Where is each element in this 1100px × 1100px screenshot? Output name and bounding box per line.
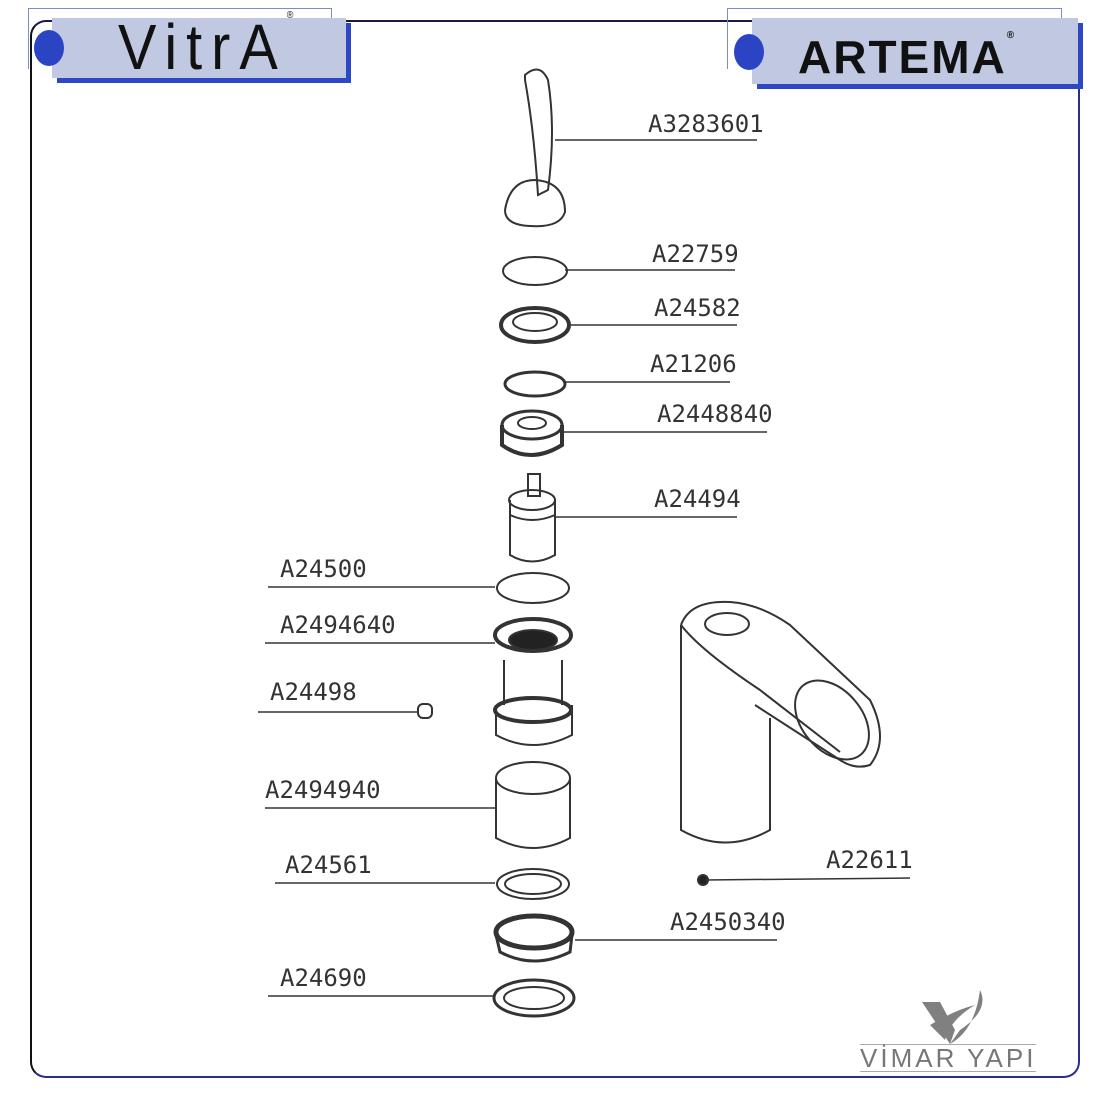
registered-mark: ®: [1006, 30, 1015, 41]
part-base-nut: [493, 913, 575, 963]
part-sleeve: [495, 761, 571, 849]
part-label: A21206: [650, 350, 737, 378]
registered-mark: ®: [286, 10, 294, 21]
part-ring: [499, 306, 571, 344]
vitra-logo: VitrA®: [118, 10, 293, 84]
part-oring-low: [496, 868, 570, 900]
artema-logo-text: ARTEMA: [798, 31, 1007, 83]
part-label: A22611: [826, 846, 913, 874]
part-label: A24561: [285, 851, 372, 879]
part-label: A2494940: [265, 776, 381, 804]
faucet-body: [680, 600, 881, 844]
part-oring-small: [503, 370, 567, 398]
part-oring-mid: [496, 572, 570, 604]
part-label: A24690: [280, 964, 367, 992]
part-label: A2450340: [670, 908, 786, 936]
part-label: A2494640: [280, 611, 396, 639]
vitra-logo-box: [52, 18, 346, 78]
vimar-logo-mark: [922, 990, 983, 1044]
artema-logo: ARTEMA®: [798, 30, 1014, 84]
part-label: A2448840: [657, 400, 773, 428]
artema-logo-box: [752, 18, 1078, 84]
part-oring-top: [502, 256, 568, 286]
vitra-logo-text: VitrA: [118, 11, 287, 83]
bullet-dot-right: [734, 34, 764, 70]
bullet-dot-left: [34, 30, 64, 66]
part-label: A22759: [652, 240, 739, 268]
diagram-frame: [30, 20, 1080, 1078]
part-label: A24582: [654, 294, 741, 322]
part-handle: [503, 68, 567, 228]
part-adapter: [493, 617, 573, 746]
part-nut: [500, 409, 564, 457]
part-gasket: [492, 978, 576, 1018]
leader-lines: [258, 139, 911, 997]
part-label: A24494: [654, 485, 741, 513]
part-label: A3283601: [648, 110, 764, 138]
part-label: A24498: [270, 678, 357, 706]
part-screw: [417, 703, 433, 719]
vimar-yapi-logo: VİMAR YAPI: [860, 1043, 1037, 1073]
part-cartridge: [508, 473, 556, 563]
part-label: A24500: [280, 555, 367, 583]
